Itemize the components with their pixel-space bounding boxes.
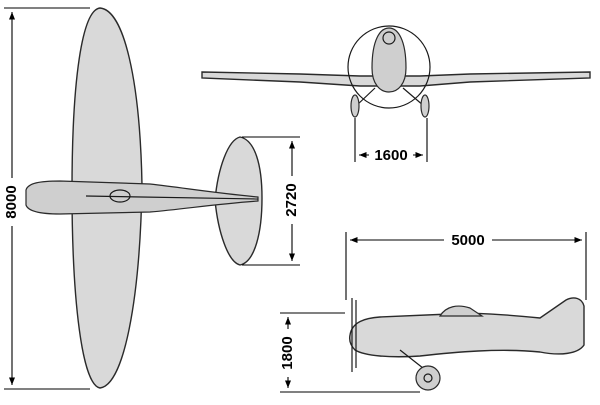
dimension-length-label: 5000 — [451, 232, 484, 249]
front-view-spinner — [382, 31, 396, 45]
side-view-canopy — [438, 305, 484, 317]
side-view — [348, 297, 585, 391]
top-view — [25, 7, 263, 389]
dimension-track-label: 1600 — [374, 147, 407, 164]
dimension-height-label: 1800 — [279, 336, 296, 369]
front-view-engine-cowling — [371, 27, 407, 93]
front-view-left-wheel — [350, 94, 360, 118]
front-view-right-wheel — [420, 94, 430, 118]
dimension-height: 1800 — [278, 312, 420, 393]
front-view — [201, 25, 591, 118]
front-view-right-strut — [402, 87, 425, 107]
dimension-wingspan: 8000 — [2, 7, 90, 390]
dimension-tailplane-span-label: 2720 — [283, 183, 300, 216]
side-view-wheel-hub — [423, 373, 433, 383]
dimension-tailplane-span: 2720 — [242, 136, 302, 266]
dimension-track: 1600 — [354, 118, 428, 164]
front-view-propeller-disc — [347, 25, 431, 109]
top-view-fuselage-centerline — [85, 195, 259, 200]
dimension-wingspan-label: 8000 — [3, 185, 20, 218]
dimension-length: 5000 — [345, 232, 587, 300]
side-view-wheel — [415, 365, 441, 391]
